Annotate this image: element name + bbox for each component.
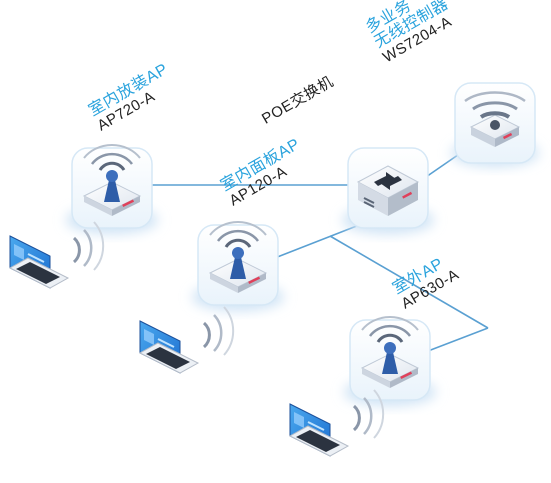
wireless-controller-icon: [464, 91, 526, 147]
ap720-device: [66, 144, 158, 234]
access-point-icon: [82, 144, 142, 216]
link-poe-to-ap630: [329, 235, 489, 329]
poe-switch-icon: [356, 165, 420, 216]
ap630-device: [344, 316, 436, 406]
client-laptop-3: [288, 389, 385, 457]
ap120-device: [192, 221, 284, 311]
client-laptop-2: [138, 306, 235, 374]
wifi-signal-icon: [202, 321, 211, 349]
laptop-icon: [138, 320, 200, 374]
laptop-icon: [288, 403, 350, 457]
wifi-signal-icon: [352, 404, 361, 432]
access-point-icon: [208, 221, 268, 293]
network-links: [145, 147, 489, 357]
wifi-signal-icon: [72, 236, 81, 264]
wireless-controller-device: [451, 82, 539, 167]
client-laptop-1: [8, 221, 105, 289]
access-point-icon: [360, 316, 420, 388]
laptop-icon: [8, 235, 70, 289]
poe-switch-device: [342, 147, 434, 234]
